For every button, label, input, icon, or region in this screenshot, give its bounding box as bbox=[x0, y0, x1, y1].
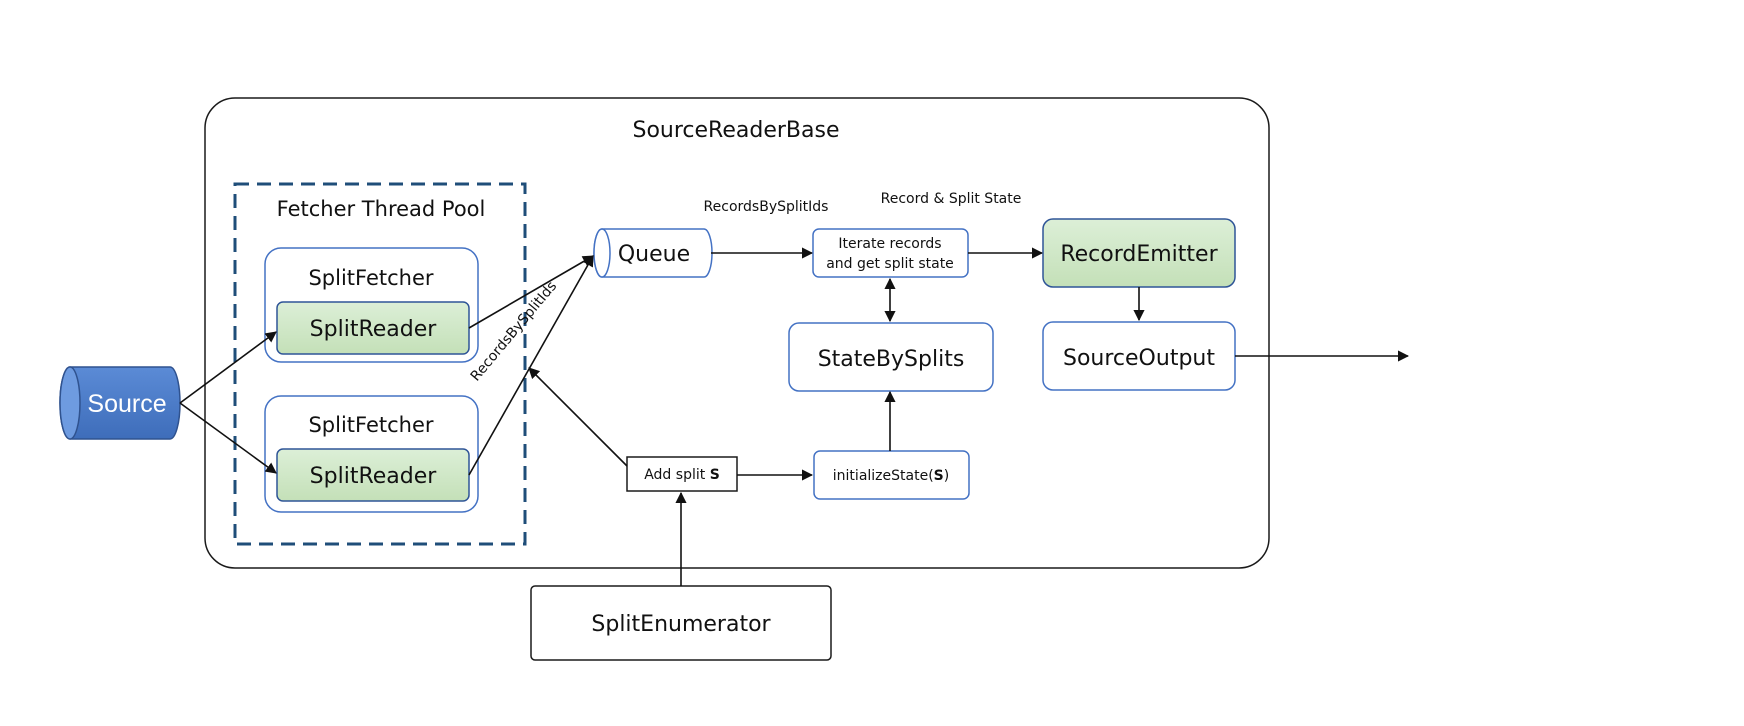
state-by-splits-label: StateBySplits bbox=[818, 347, 965, 372]
source-cylinder bbox=[59, 366, 181, 440]
fetcher-thread-pool bbox=[233, 182, 527, 546]
edge-reader-1-to-queue bbox=[468, 255, 594, 329]
diagram-edges bbox=[179, 247, 1410, 586]
split-fetcher-1-title: SplitFetcher bbox=[308, 266, 433, 290]
edge-add-split-to-pool bbox=[528, 367, 628, 467]
split-reader-2-label: SplitReader bbox=[310, 464, 438, 489]
initialize-state-box bbox=[813, 450, 970, 500]
split-reader-1-label: SplitReader bbox=[310, 317, 438, 342]
initialize-state-label: initializeState(S) bbox=[833, 468, 949, 484]
edge-label-record-split-state: Record & Split State bbox=[881, 191, 1022, 207]
source-label: Source bbox=[87, 390, 166, 418]
source-output-label: SourceOutput bbox=[1063, 346, 1215, 371]
edge-source-to-reader-1 bbox=[179, 331, 277, 404]
source-reader-base-title: SourceReaderBase bbox=[633, 118, 840, 143]
fetcher-thread-pool-title: Fetcher Thread Pool bbox=[277, 197, 486, 221]
add-split-label: Add split S bbox=[644, 467, 720, 483]
edge-reader-2-to-queue bbox=[468, 255, 594, 476]
edge-label-records-by-split-ids-top: RecordsBySplitIds bbox=[704, 199, 829, 215]
add-split-box bbox=[626, 456, 738, 492]
edge-source-to-reader-2 bbox=[179, 402, 277, 474]
queue-label: Queue bbox=[618, 242, 690, 267]
record-emitter-label: RecordEmitter bbox=[1060, 242, 1218, 267]
queue-cylinder bbox=[593, 228, 713, 278]
split-fetcher-2-title: SplitFetcher bbox=[308, 413, 433, 437]
split-enumerator-label: SplitEnumerator bbox=[591, 612, 771, 637]
iterate-records-line2: and get split state bbox=[826, 256, 954, 272]
iterate-records-line1: Iterate records bbox=[838, 236, 941, 252]
